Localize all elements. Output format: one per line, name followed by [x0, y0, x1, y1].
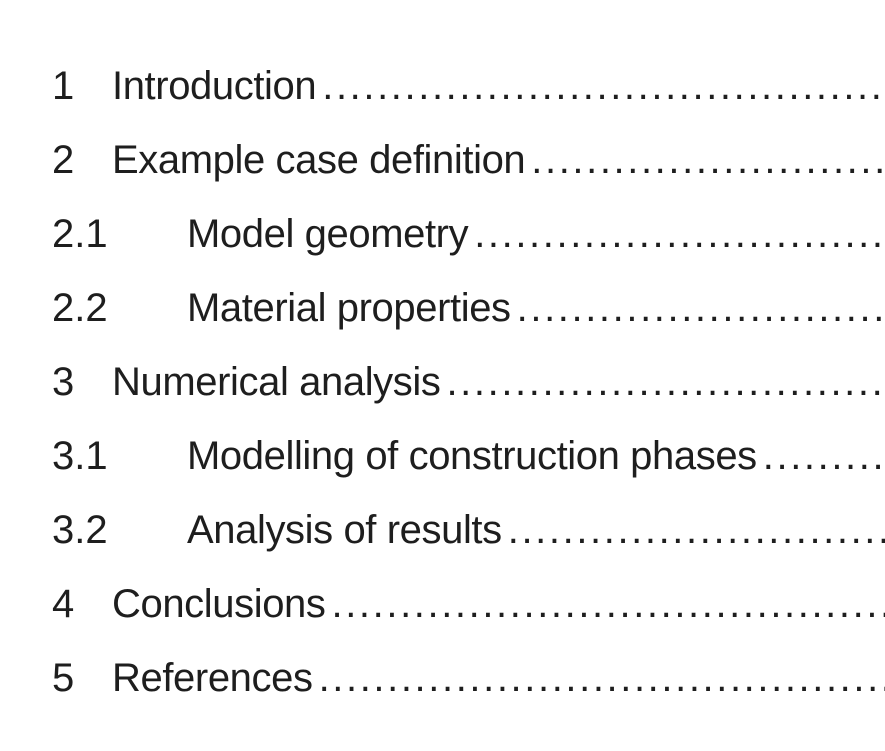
toc-entry-material-properties[interactable]: 2.2 Material properties ................… — [0, 278, 885, 338]
toc-title: Conclusions — [112, 582, 326, 626]
toc-entry-conclusions[interactable]: 4 Conclusions ..........................… — [0, 574, 885, 634]
toc-entry-numerical-analysis[interactable]: 3 Numerical analysis ...................… — [0, 352, 885, 412]
toc-entry-introduction[interactable]: 1 Introduction .........................… — [0, 56, 885, 116]
toc-entry-example-case-definition[interactable]: 2 Example case definition ..............… — [0, 130, 885, 190]
toc-number: 3 — [52, 360, 75, 404]
dot-leader: ........................................… — [762, 434, 885, 478]
dot-leader: ........................................… — [516, 286, 885, 330]
toc-number: 3.1 — [52, 434, 108, 478]
toc-number: 2.2 — [52, 286, 108, 330]
toc-entry-modelling-of-construction-phases[interactable]: 3.1 Modelling of construction phases ...… — [0, 426, 885, 486]
toc-entry-references[interactable]: 5 References ...........................… — [0, 648, 885, 708]
dot-leader: ........................................… — [474, 212, 885, 256]
toc-number: 4 — [52, 582, 75, 626]
toc-entry-analysis-of-results[interactable]: 3.2 Analysis of results ................… — [0, 500, 885, 560]
toc-entry-model-geometry[interactable]: 2.1 Model geometry .....................… — [0, 204, 885, 264]
toc-number: 1 — [52, 64, 75, 108]
toc-title: Modelling of construction phases — [187, 434, 757, 478]
toc-title: Numerical analysis — [112, 360, 441, 404]
dot-leader: ........................................… — [531, 138, 885, 182]
dot-leader: ........................................… — [318, 656, 885, 700]
toc-title: Model geometry — [187, 212, 469, 256]
toc-number: 5 — [52, 656, 75, 700]
toc-title: Example case definition — [112, 138, 526, 182]
toc-number: 2 — [52, 138, 75, 182]
toc-number: 3.2 — [52, 508, 108, 552]
toc-title: Introduction — [112, 64, 317, 108]
dot-leader: ........................................… — [507, 508, 885, 552]
dot-leader: ........................................… — [446, 360, 885, 404]
dot-leader: ........................................… — [322, 64, 885, 108]
dot-leader: ........................................… — [331, 582, 885, 626]
toc-title: Analysis of results — [187, 508, 502, 552]
toc-title: References — [112, 656, 313, 700]
toc-title: Material properties — [187, 286, 511, 330]
toc-number: 2.1 — [52, 212, 108, 256]
